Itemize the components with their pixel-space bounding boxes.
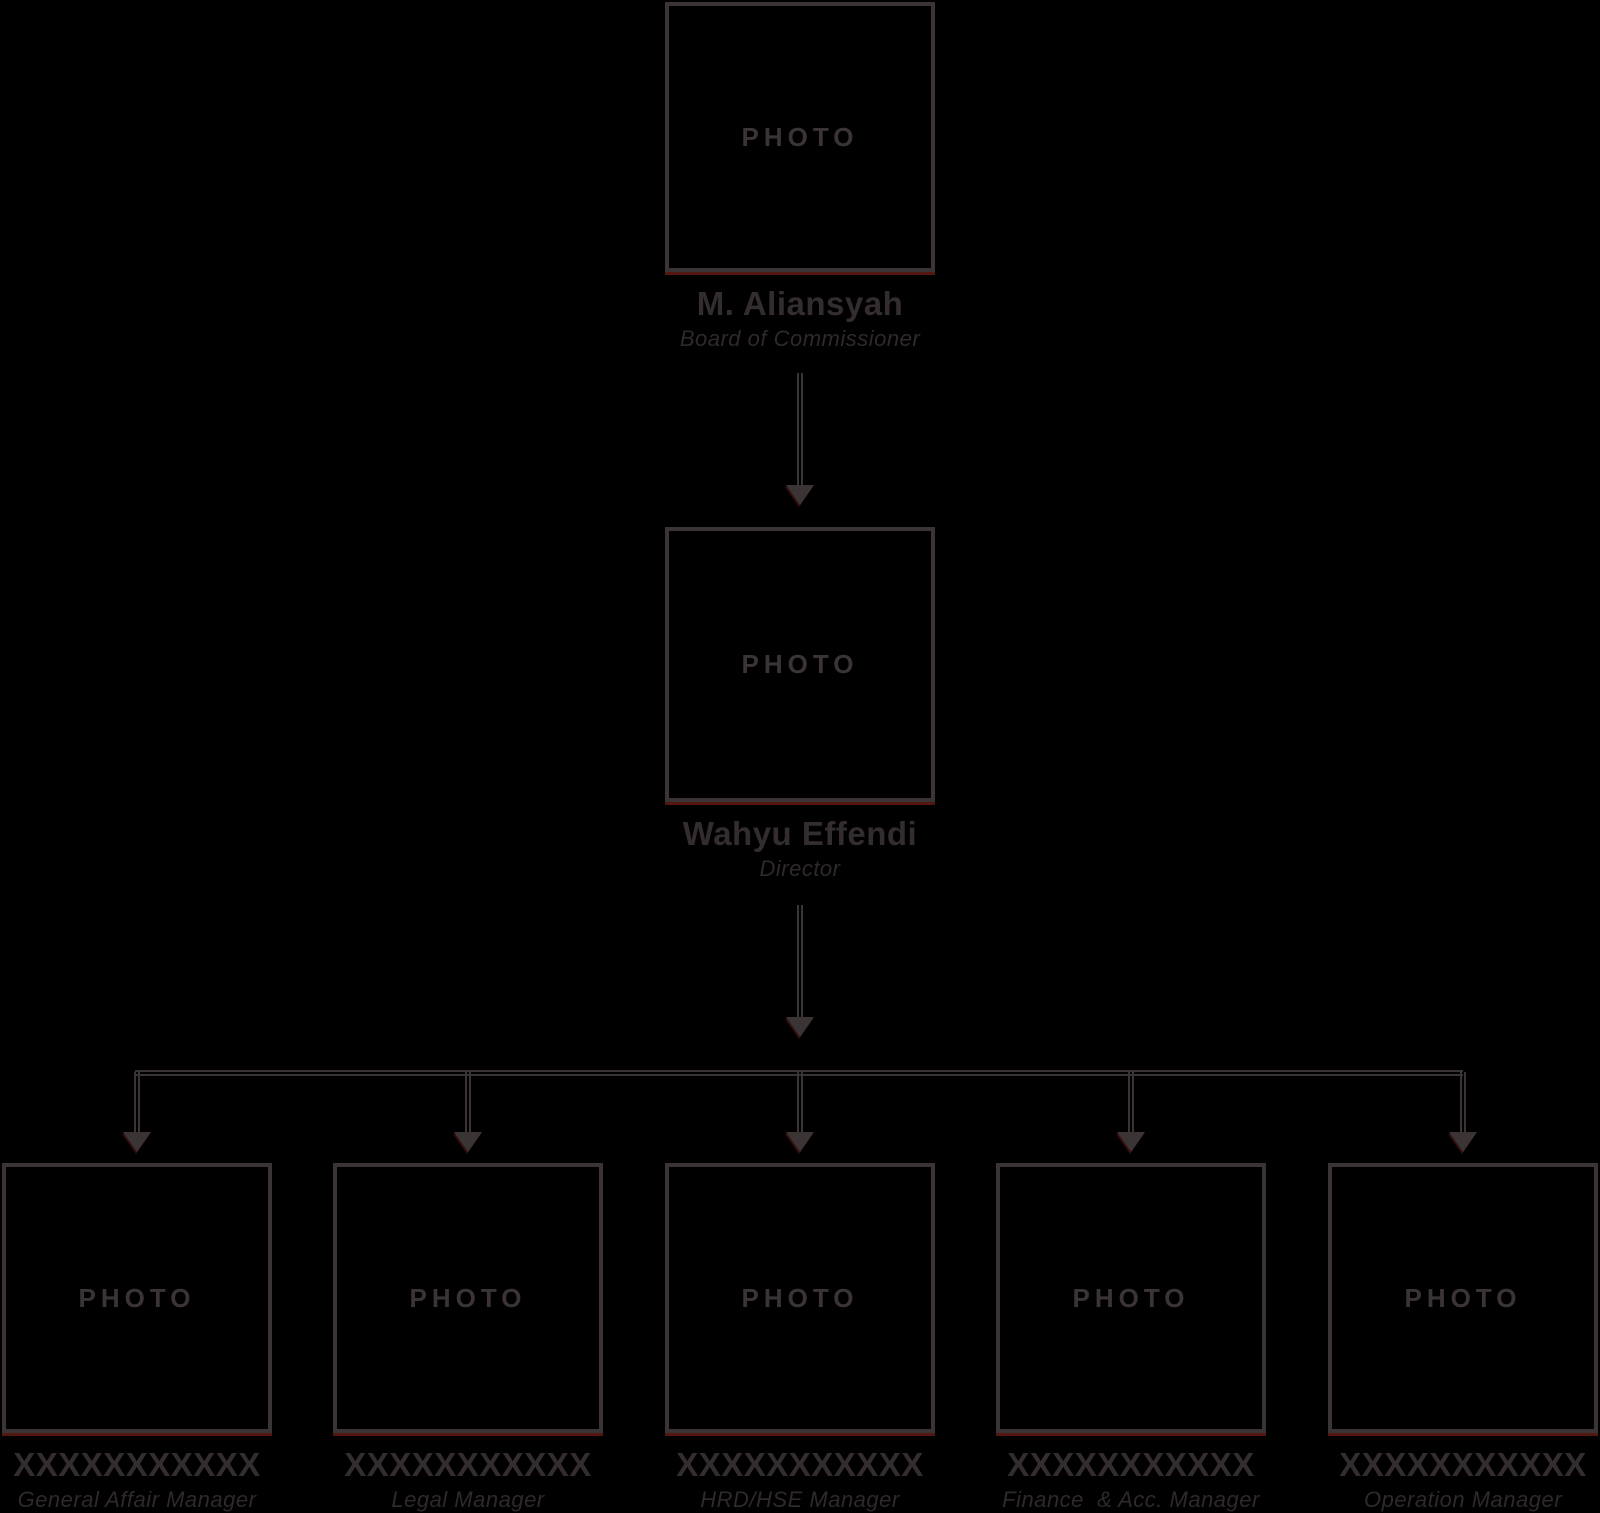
photo-placeholder-text: PHOTO — [741, 1282, 859, 1313]
photo-placeholder-text: PHOTO — [78, 1282, 196, 1313]
person-name-commissioner: M. Aliansyah — [696, 285, 904, 322]
person-title-director: Director — [759, 856, 841, 882]
node-hrd-hse-manager: PHOTO XXXXXXXXXXX HRD/HSE Manager — [635, 1163, 965, 1512]
photo-box-general-affair: PHOTO — [2, 1163, 272, 1433]
branch-line — [135, 1070, 1463, 1076]
drop-arrow-2 — [454, 1072, 482, 1152]
photo-box-legal: PHOTO — [333, 1163, 603, 1433]
photo-placeholder-text: PHOTO — [741, 121, 859, 152]
manager-name: XXXXXXXXXXX — [1339, 1446, 1587, 1483]
drop-arrow-4 — [1117, 1072, 1145, 1152]
arrow-down-icon — [1449, 1132, 1477, 1152]
photo-placeholder-text: PHOTO — [1072, 1282, 1190, 1313]
connector-line — [797, 373, 803, 485]
photo-box-hrd-hse: PHOTO — [665, 1163, 935, 1433]
manager-title: Legal Manager — [391, 1487, 545, 1513]
arrow-down-icon — [454, 1132, 482, 1152]
connector-arrow-commissioner-director — [786, 373, 814, 505]
photo-placeholder-text: PHOTO — [409, 1282, 527, 1313]
connector-line — [797, 1072, 803, 1132]
manager-title: HRD/HSE Manager — [700, 1487, 900, 1513]
connector-line — [797, 905, 803, 1017]
connector-arrow-director-branch — [786, 905, 814, 1037]
drop-arrow-3 — [786, 1072, 814, 1152]
connector-line — [134, 1072, 140, 1132]
connector-line — [465, 1072, 471, 1132]
manager-title: Operation Manager — [1363, 1487, 1563, 1513]
manager-title: Finance & Acc. Manager — [1002, 1487, 1260, 1513]
drop-arrow-5 — [1449, 1072, 1477, 1152]
node-legal-manager: PHOTO XXXXXXXXXXX Legal Manager — [303, 1163, 633, 1512]
person-name-director: Wahyu Effendi — [682, 815, 918, 852]
node-finance-acc-manager: PHOTO XXXXXXXXXXX Finance & Acc. Manager — [966, 1163, 1296, 1512]
manager-name: XXXXXXXXXXX — [1007, 1446, 1255, 1483]
node-operation-manager: PHOTO XXXXXXXXXXX Operation Manager — [1298, 1163, 1600, 1512]
person-title-commissioner: Board of Commissioner — [679, 326, 921, 352]
connector-line — [1460, 1072, 1466, 1132]
photo-box-director: PHOTO — [665, 527, 935, 802]
node-director: PHOTO Wahyu Effendi Director — [635, 527, 965, 881]
arrow-down-icon — [786, 1132, 814, 1152]
manager-name: XXXXXXXXXXX — [13, 1446, 261, 1483]
manager-name: XXXXXXXXXXX — [676, 1446, 924, 1483]
connector-line — [1128, 1072, 1134, 1132]
arrow-down-icon — [786, 485, 814, 505]
photo-box-operation: PHOTO — [1328, 1163, 1598, 1433]
photo-placeholder-text: PHOTO — [741, 649, 859, 679]
arrow-down-icon — [1117, 1132, 1145, 1152]
node-general-affair-manager: PHOTO XXXXXXXXXXX General Affair Manager — [0, 1163, 302, 1512]
arrow-down-icon — [123, 1132, 151, 1152]
arrow-down-icon — [786, 1017, 814, 1037]
manager-title: General Affair Manager — [17, 1487, 257, 1513]
node-commissioner: PHOTO M. Aliansyah Board of Commissioner — [635, 2, 965, 351]
drop-arrow-1 — [123, 1072, 151, 1152]
photo-box-finance-acc: PHOTO — [996, 1163, 1266, 1433]
photo-box-commissioner: PHOTO — [665, 2, 935, 272]
manager-name: XXXXXXXXXXX — [344, 1446, 592, 1483]
photo-placeholder-text: PHOTO — [1404, 1282, 1522, 1313]
